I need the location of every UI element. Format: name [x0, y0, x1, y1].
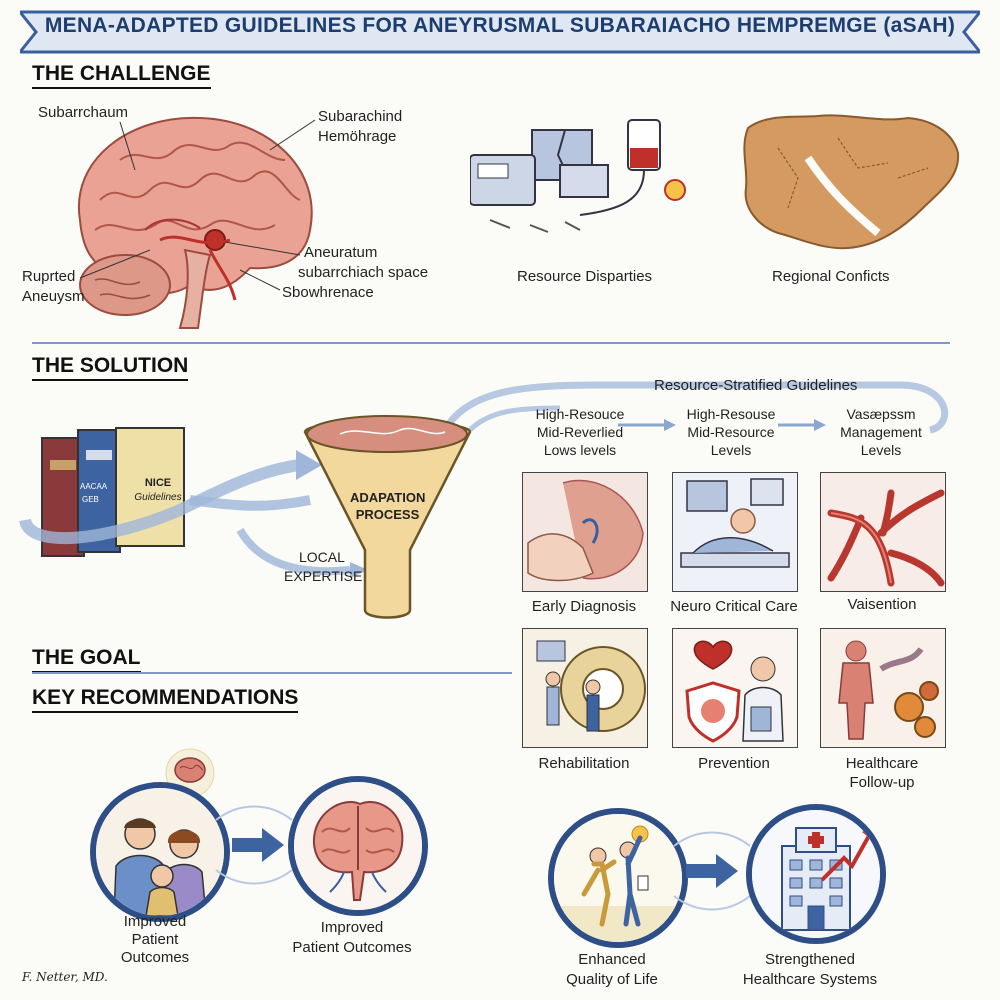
quality-of-life-circle [548, 808, 688, 948]
label-subarachnoid-hemorrhage-2: Hemöhrage [318, 128, 397, 145]
regional-map-icon [743, 114, 960, 250]
local-expertise-label-2: EXPERTISE [284, 568, 363, 584]
outcome-1-line-1: Improved [123, 913, 187, 930]
healthcare-followup-label-2: Follow-up [849, 774, 915, 791]
systems-line-1: Strengthened [764, 951, 856, 968]
panel-neuro-critical-care [672, 472, 798, 592]
level-1-line-3: Lows levels [543, 442, 617, 458]
level-1-line-1: High-Resouce [535, 406, 625, 422]
followup-icon [821, 629, 945, 747]
level-2-line-1: High-Resouse [686, 406, 776, 422]
panel-vaisention [820, 472, 946, 592]
label-ruptured-1: Ruprted [22, 268, 76, 285]
level-3-line-3: Levels [860, 442, 902, 458]
quality-line-1: Enhanced [578, 951, 646, 968]
key-recommendations-heading: KEY RECOMMENDATIONS [32, 686, 299, 713]
outcome-arrow-1 [215, 805, 293, 885]
label-subarachnoid-hemorrhage-1: Subarachind [318, 108, 403, 125]
level-2-line-2: Mid-Resource [687, 424, 775, 440]
blood-vessels-icon [821, 473, 945, 591]
section-divider-2 [32, 672, 512, 674]
level-1-line-2: Mid-Reverlied [536, 424, 624, 440]
medical-equipment-icon [470, 119, 686, 233]
early-diagnosis-label: Early Diagnosis [531, 598, 637, 615]
book-spine-label-2: GEB [82, 495, 99, 504]
quality-line-2: Quality of Life [566, 971, 658, 988]
local-expertise-label-1: LOCAL [299, 549, 345, 565]
rehabilitation-label: Rehabilitation [538, 755, 630, 772]
prevention-label: Prevention [698, 755, 770, 772]
systems-line-2: Healthcare Systems [742, 971, 878, 988]
healthy-brain-icon [294, 782, 422, 910]
solution-heading: THE SOLUTION [32, 354, 189, 381]
page-title: MENA-ADAPTED GUIDELINES FOR ANEYRUSMAL S… [44, 14, 956, 37]
outcome-arrow-2 [673, 831, 751, 911]
label-aneurysm-1: Aneuratum [304, 244, 378, 261]
signature: F. Netter, MD. [22, 970, 108, 984]
quality-of-life-icon [554, 814, 682, 942]
level-2-line-3: Levels [710, 442, 752, 458]
icu-patient-icon [673, 473, 797, 591]
regional-conflicts-label: Regional Conficts [772, 268, 890, 285]
outcome-2-line-1: Improved [320, 919, 384, 936]
flow-arrows [19, 381, 949, 578]
adaptation-funnel-icon [303, 415, 472, 619]
panel-rehabilitation [522, 628, 648, 748]
panel-healthcare-followup [820, 628, 946, 748]
panel-prevention [672, 628, 798, 748]
section-divider-1 [32, 342, 950, 344]
rehabilitation-icon [523, 629, 647, 747]
resource-disparities-label: Resource Disparties [517, 268, 653, 285]
label-subarachnoid: Subarrchaum [38, 104, 129, 121]
level-3-line-1: Vasæpssm [846, 406, 916, 422]
outcome-1-line-2: Patient [131, 931, 179, 948]
neuro-critical-care-label: Neuro Critical Care [670, 598, 798, 615]
funnel-label-1: ADAPATION [350, 490, 426, 505]
panel-early-diagnosis [522, 472, 648, 592]
challenge-heading: THE CHALLENGE [32, 62, 211, 89]
label-ruptured-2: Aneuysm [22, 288, 85, 305]
hospital-icon [752, 810, 880, 938]
title-banner [20, 10, 980, 54]
outcome-2-line-2: Patient Outcomes [292, 939, 412, 956]
healthcare-followup-label-1: Healthcare [845, 755, 919, 772]
early-diagnosis-icon [523, 473, 647, 591]
outcome-1-line-3: Outcomes [120, 949, 190, 966]
stratified-title: Resource-Stratified Guidelines [654, 377, 858, 394]
level-3-line-2: Management [840, 424, 922, 440]
book-nice-label: NICE [144, 477, 172, 489]
funnel-label-2: PROCESS [355, 507, 420, 522]
outcome-family-circle [90, 782, 230, 922]
label-aneurysm-2: subarrchiach space [298, 264, 429, 281]
label-aneurysm-3: Sbowhrenace [282, 284, 374, 301]
healthcare-systems-circle [746, 804, 886, 944]
vaisention-label: Vaisention [847, 596, 917, 613]
family-icon [96, 788, 224, 916]
book-spine-label-1: AACAA [80, 482, 108, 491]
goal-heading: THE GOAL [32, 646, 141, 673]
outcome-brain-circle [288, 776, 428, 916]
book-guidelines-label: Guidelines [134, 492, 182, 503]
prevention-icon [673, 629, 797, 747]
